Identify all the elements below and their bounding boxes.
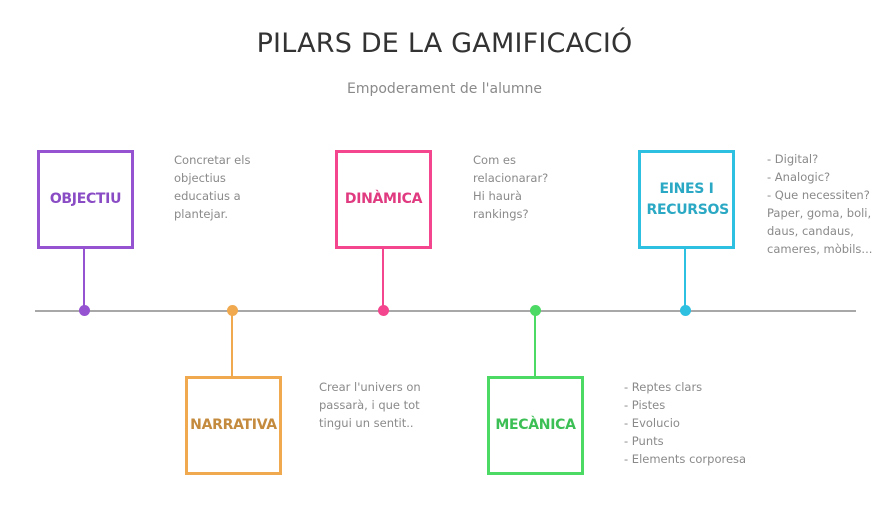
- pillar-box-objectiu: OBJECTIU: [37, 150, 134, 249]
- diagram-subtitle: Empoderament de l'alumne: [347, 81, 542, 97]
- pillar-label-objectiu: OBJECTIU: [49, 191, 122, 207]
- diagram-title: PILARS DE LA GAMIFICACIÓ: [256, 28, 633, 59]
- pillar-description-mecanica: - Reptes clars - Pistes - Evolucio - Pun…: [624, 380, 747, 466]
- timeline-axis: [35, 310, 856, 312]
- timeline-node-narrativa: [227, 305, 238, 316]
- pillar-label-dinamica: DINÀMICA: [344, 191, 423, 207]
- connector-objectiu: [83, 247, 85, 309]
- pillar-description-narrativa: Crear l'univers on passarà, i que tot ti…: [319, 380, 421, 430]
- pillar-label-narrativa: NARRATIVA: [190, 417, 277, 433]
- pillar-box-narrativa: NARRATIVA: [185, 376, 282, 475]
- pillar-label-eines-recursos: EINES I RECURSOS: [646, 180, 730, 218]
- pillar-description-eines-recursos: - Digital? - Analogic? - Que necessiten?…: [767, 152, 873, 256]
- timeline-node-dinamica: [378, 305, 389, 316]
- pillar-description-objectiu: Concretar els objectius educatius a plan…: [174, 153, 251, 221]
- timeline-node-eines-recursos: [680, 305, 691, 316]
- pillar-label-mecanica: MECÀNICA: [495, 417, 576, 433]
- pillar-box-eines-recursos: EINES I RECURSOS: [638, 150, 735, 249]
- connector-dinamica: [382, 247, 384, 309]
- connector-eines-recursos: [684, 247, 686, 309]
- connector-narrativa: [231, 312, 233, 376]
- timeline-node-objectiu: [79, 305, 90, 316]
- timeline-node-mecanica: [530, 305, 541, 316]
- pillar-description-dinamica: Com es relacionarar? Hi haurà rankings?: [473, 153, 549, 221]
- pillar-box-dinamica: DINÀMICA: [335, 150, 432, 249]
- connector-mecanica: [534, 312, 536, 376]
- pillar-box-mecanica: MECÀNICA: [487, 376, 584, 475]
